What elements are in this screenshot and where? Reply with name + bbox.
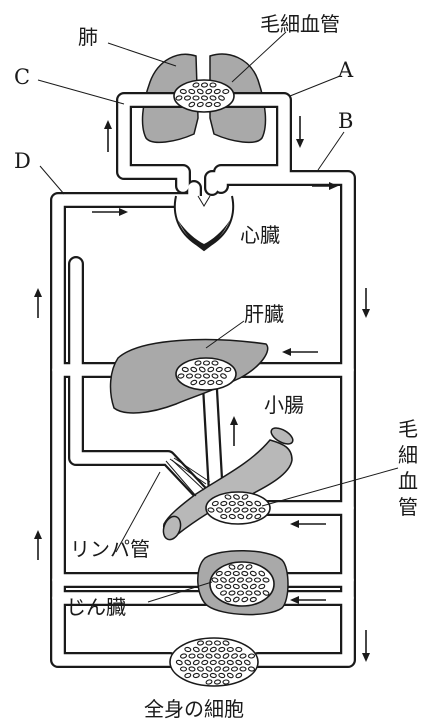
arrow-up-portal-head (230, 416, 238, 425)
arrow-up-pulmonary-head (104, 120, 112, 129)
label-intestine-capillary-4: 管 (398, 495, 418, 519)
leader-lung-capillary (232, 32, 286, 82)
label-intestine-capillary-2: 細 (398, 443, 418, 467)
arrow-left-intestine-head (290, 520, 299, 528)
small-intestine (160, 425, 295, 542)
arrow-right-left-head (119, 208, 128, 216)
arrow-down-right-bottom (362, 630, 370, 662)
arrow-up-left-top-head (34, 288, 42, 297)
leader-lung (108, 43, 176, 66)
arrow-down-right-top-head (362, 309, 370, 318)
label-d: D (14, 149, 31, 173)
leader-a (290, 76, 340, 96)
label-kidney: じん臓 (66, 595, 126, 619)
body-capillary-bed (170, 638, 258, 686)
arrow-down-pulmonary-head (296, 139, 304, 148)
label-c: C (14, 65, 30, 89)
label-liver: 肝臓 (244, 302, 284, 326)
leader-b (318, 132, 344, 170)
arrow-down-pulmonary (296, 116, 304, 148)
label-lymph: リンパ管 (70, 537, 150, 561)
intestine-capillary-bed (206, 492, 270, 524)
label-lung: 肺 (78, 25, 98, 49)
arrow-left-intestine (290, 520, 326, 528)
label-a: A (337, 58, 354, 82)
label-intestine-capillary-1: 毛 (398, 417, 418, 441)
arrow-down-right-top (362, 288, 370, 318)
liver-capillary-bed (176, 358, 236, 390)
arrow-right-left (92, 208, 128, 216)
arrow-left-liver (282, 348, 318, 356)
label-intestine-capillary-3: 血 (398, 469, 418, 493)
label-small-intestine: 小腸 (264, 393, 304, 417)
heart-shape (175, 196, 233, 250)
lung-capillary-bed (174, 80, 234, 112)
heart (175, 196, 233, 250)
arrow-up-left-bottom (34, 530, 42, 560)
label-b: B (338, 109, 353, 133)
arrow-up-left-bottom-head (34, 530, 42, 539)
arrow-up-pulmonary (104, 120, 112, 152)
label-lung-capillary: 毛細血管 (260, 12, 340, 36)
leader-d (40, 166, 64, 194)
arrow-up-left-top (34, 288, 42, 318)
label-heart: 心臓 (240, 223, 280, 247)
arrow-down-right-bottom-head (362, 653, 370, 662)
label-body-cells: 全身の細胞 (144, 697, 244, 721)
arrow-left-liver-head (282, 348, 291, 356)
arrow-up-portal (230, 416, 238, 446)
leader-c (38, 80, 124, 104)
kidney-capillary-bed (210, 562, 274, 606)
